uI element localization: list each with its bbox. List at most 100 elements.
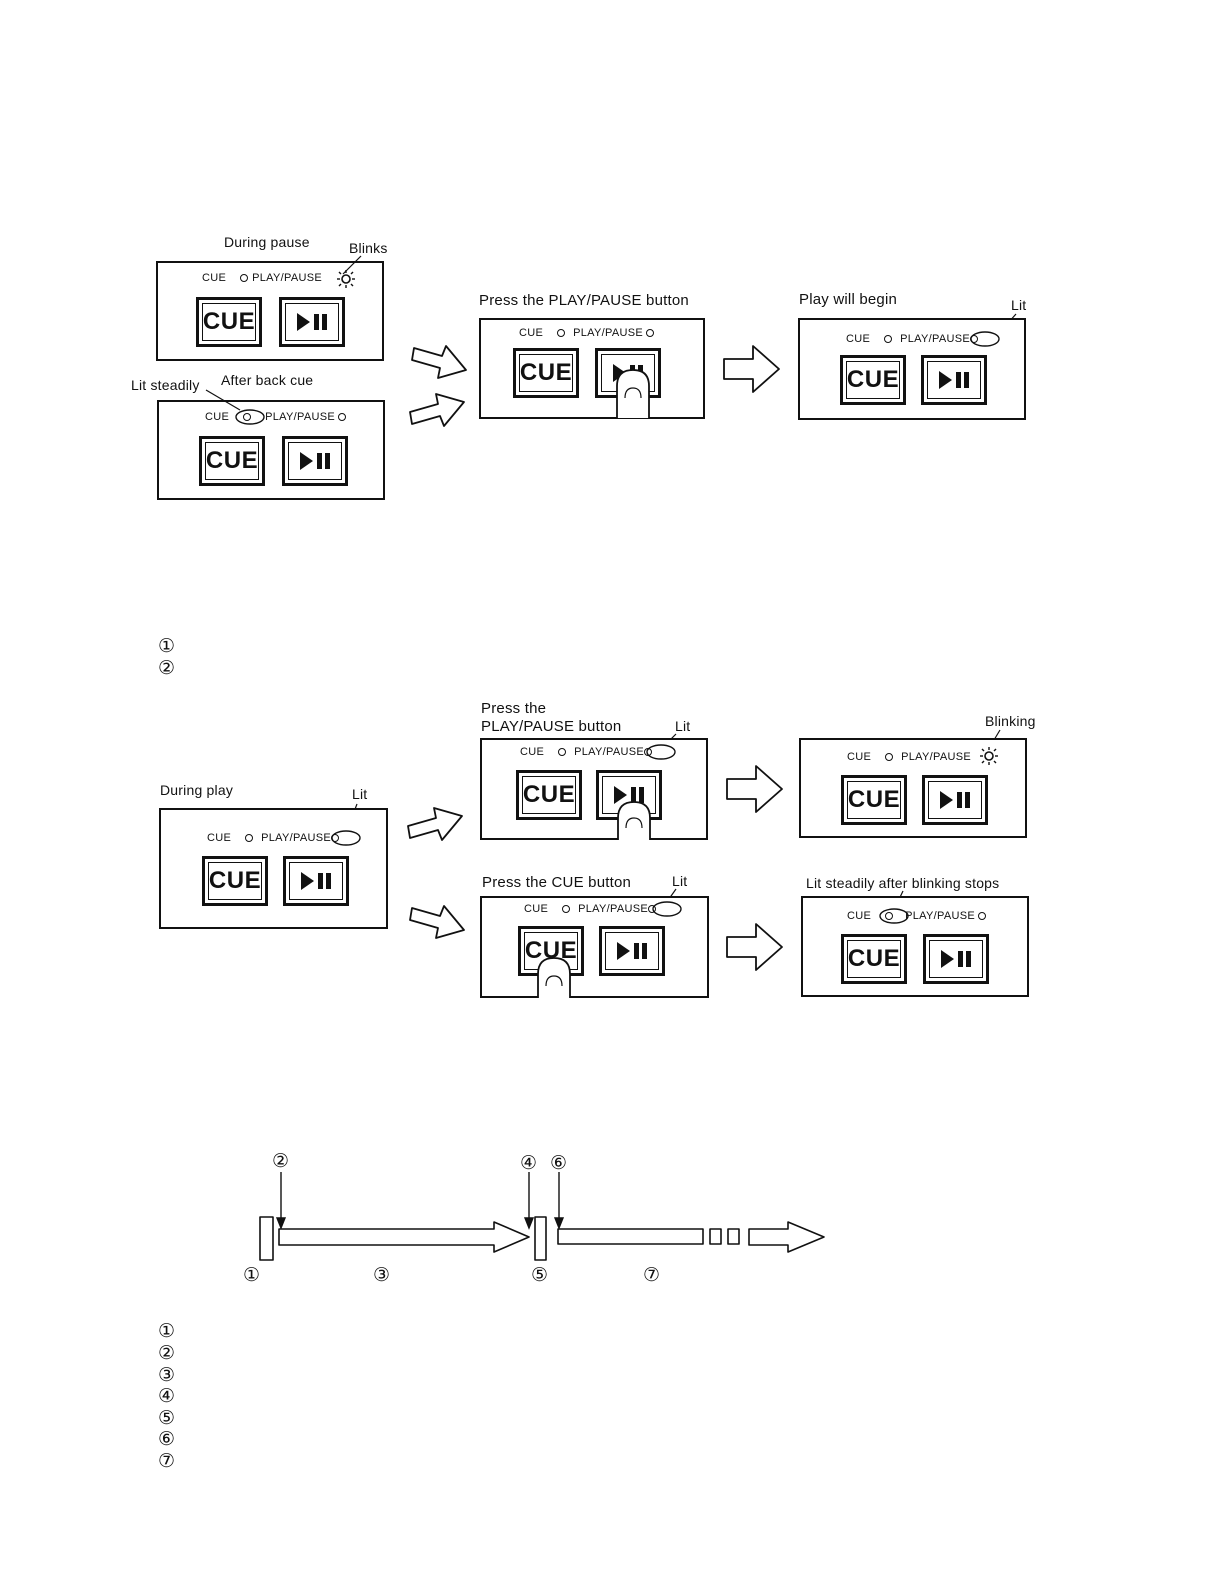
play-pause-icon bbox=[297, 313, 327, 331]
cue-button[interactable]: CUE bbox=[841, 775, 907, 825]
cue-button[interactable]: CUE bbox=[841, 934, 907, 984]
play-pause-icon bbox=[941, 950, 971, 968]
cue-indicator-label: CUE bbox=[520, 746, 545, 758]
panel-during-play: CUE PLAY/PAUSE CUE bbox=[159, 808, 388, 929]
cue-indicator-label: CUE bbox=[524, 903, 549, 915]
play-pause-icon bbox=[939, 371, 969, 389]
cue-indicator-lit-icon bbox=[885, 912, 894, 921]
play-segment-bar bbox=[557, 1228, 704, 1245]
indicator-row: CUE PLAY/PAUSE bbox=[847, 751, 971, 763]
play-pause-button[interactable] bbox=[921, 355, 987, 405]
play-pause-icon bbox=[940, 791, 970, 809]
timeline-marker-1: ① bbox=[243, 1264, 261, 1286]
arrow-right-icon bbox=[726, 765, 783, 813]
play-pause-button[interactable] bbox=[279, 297, 345, 347]
play-pause-indicator-label: PLAY/PAUSE bbox=[900, 333, 970, 345]
arrow-right-icon bbox=[723, 345, 780, 393]
lit-ring-icon bbox=[652, 901, 682, 917]
indicator-row: CUE PLAY/PAUSE bbox=[207, 832, 343, 844]
play-pause-indicator-label: PLAY/PAUSE bbox=[252, 272, 322, 284]
play-pause-button[interactable] bbox=[922, 775, 988, 825]
play-pause-button[interactable] bbox=[923, 934, 989, 984]
caption-after-back-cue: After back cue bbox=[221, 372, 314, 388]
caption-during-play: During play bbox=[160, 782, 234, 798]
play-pause-button[interactable] bbox=[599, 926, 665, 976]
play-pause-button[interactable] bbox=[282, 436, 348, 486]
play-pause-indicator-icon bbox=[977, 912, 986, 921]
timeline-marker-7: ⑦ bbox=[643, 1264, 661, 1286]
indicator-row: CUE PLAY/PAUSE bbox=[524, 903, 660, 915]
cue-indicator-label: CUE bbox=[207, 832, 232, 844]
lit-ring-icon bbox=[879, 908, 909, 924]
list2-item-1: ① bbox=[158, 1320, 176, 1342]
arrow-diagonal-down-icon bbox=[411, 345, 467, 379]
caption-press-the: Press the bbox=[481, 700, 547, 717]
cue-indicator-icon bbox=[884, 335, 893, 344]
play-pause-indicator-icon bbox=[337, 413, 346, 422]
cue-button[interactable]: CUE bbox=[196, 297, 262, 347]
cue-indicator-label: CUE bbox=[847, 751, 872, 763]
list2-item-4: ④ bbox=[158, 1385, 176, 1407]
indicator-row: CUE PLAY/PAUSE bbox=[202, 272, 322, 284]
cue-indicator-icon bbox=[885, 753, 894, 762]
play-pause-icon bbox=[301, 872, 331, 890]
cue-indicator-label: CUE bbox=[519, 327, 544, 339]
panel-during-pause: CUE PLAY/PAUSE CUE bbox=[156, 261, 384, 361]
lit-ring-icon bbox=[235, 409, 265, 425]
long-arrow-icon bbox=[278, 1221, 530, 1253]
cue-button[interactable]: CUE bbox=[516, 770, 582, 820]
caption-play-pause-button: PLAY/PAUSE button bbox=[481, 718, 622, 735]
cue-indicator-icon bbox=[558, 748, 567, 757]
list2-item-6: ⑥ bbox=[158, 1428, 176, 1450]
caption-lit: Lit bbox=[672, 873, 688, 889]
play-pause-icon bbox=[617, 942, 647, 960]
caption-blinks: Blinks bbox=[349, 240, 388, 256]
list2-item-5: ⑤ bbox=[158, 1407, 176, 1429]
timeline-marker-5: ⑤ bbox=[531, 1264, 549, 1286]
list2-item-7: ⑦ bbox=[158, 1450, 176, 1472]
arrow-diagonal-down-icon bbox=[409, 905, 465, 939]
panel-press-cue: CUE PLAY/PAUSE CUE bbox=[480, 896, 709, 998]
caption-press-cue-button: Press the CUE button bbox=[482, 874, 632, 891]
play-pause-indicator-label: PLAY/PAUSE bbox=[905, 910, 975, 922]
play-pause-indicator-label: PLAY/PAUSE bbox=[573, 327, 643, 339]
panel-lit-steadily-after: CUE PLAY/PAUSE CUE bbox=[801, 896, 1029, 997]
cue-indicator-label: CUE bbox=[202, 272, 227, 284]
caption-during-pause: During pause bbox=[224, 234, 310, 250]
caption-blinking: Blinking bbox=[985, 713, 1036, 729]
arrow-right-icon bbox=[726, 923, 783, 971]
cue-indicator-icon bbox=[240, 274, 249, 283]
cue-point-bar bbox=[534, 1216, 547, 1261]
play-pause-indicator-icon bbox=[645, 329, 654, 338]
cue-indicator-icon bbox=[562, 905, 571, 914]
continuation-arrow-icon bbox=[748, 1221, 825, 1253]
play-pause-button[interactable] bbox=[283, 856, 349, 906]
cue-button[interactable]: CUE bbox=[202, 856, 268, 906]
indicator-row: CUE PLAY/PAUSE bbox=[847, 910, 990, 922]
list2-item-2: ② bbox=[158, 1342, 176, 1364]
blinking-indicator-icon bbox=[980, 747, 998, 765]
timeline-marker-2: ② bbox=[272, 1150, 290, 1172]
timeline-marker-3: ③ bbox=[373, 1264, 391, 1286]
cue-indicator-icon bbox=[245, 834, 254, 843]
cue-indicator-label: CUE bbox=[205, 411, 230, 423]
finger-press-icon bbox=[617, 801, 651, 840]
panel-play-will-begin: CUE PLAY/PAUSE CUE bbox=[798, 318, 1026, 420]
play-pause-indicator-label: PLAY/PAUSE bbox=[578, 903, 648, 915]
cue-indicator-label: CUE bbox=[847, 910, 872, 922]
cue-button[interactable]: CUE bbox=[840, 355, 906, 405]
caption-lit-steadily-after: Lit steadily after blinking stops bbox=[806, 875, 1000, 891]
arrow-diagonal-up-icon bbox=[407, 807, 463, 841]
list1-item-2: ② bbox=[158, 657, 176, 679]
cue-button[interactable]: CUE bbox=[199, 436, 265, 486]
continuation-square bbox=[709, 1228, 722, 1245]
play-pause-indicator-label: PLAY/PAUSE bbox=[901, 751, 971, 763]
lit-ring-icon bbox=[646, 744, 676, 760]
play-pause-indicator-label: PLAY/PAUSE bbox=[261, 832, 331, 844]
cue-indicator-label: CUE bbox=[846, 333, 871, 345]
cue-button[interactable]: CUE bbox=[513, 348, 579, 398]
continuation-square bbox=[727, 1228, 740, 1245]
